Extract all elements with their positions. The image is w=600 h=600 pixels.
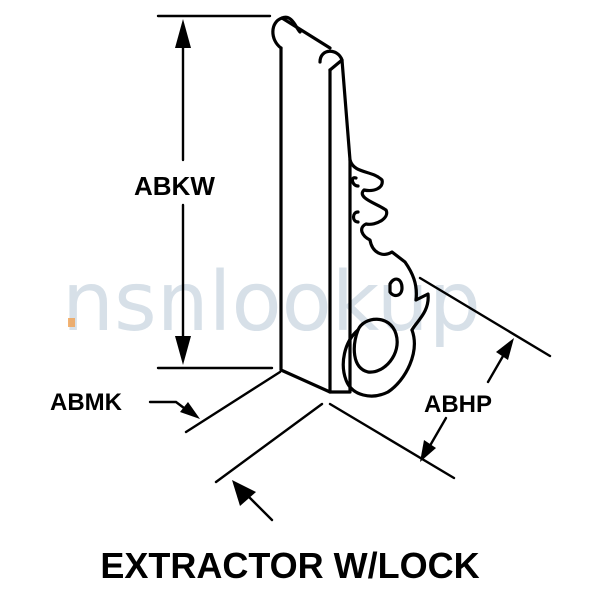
abkw-bottom-arrow — [175, 336, 191, 365]
abhp-extension-lower — [328, 402, 456, 480]
extractor-part — [271, 15, 430, 398]
dimension-lines — [148, 14, 552, 522]
abmk-upper-arrow — [180, 402, 200, 419]
abmk-extension-upper — [184, 370, 282, 434]
abmk-lower-arrow — [232, 480, 256, 506]
diagram-title: EXTRACTOR W/LOCK — [100, 545, 479, 586]
abhp-extension-upper — [418, 276, 552, 358]
abmk-extension-lower — [214, 402, 324, 484]
watermark-text: nsnlookup — [62, 255, 481, 350]
abhp-upper-arrow — [496, 338, 514, 360]
abhp-lower-arrow — [420, 440, 436, 462]
abmk-label: ABMK — [50, 389, 123, 416]
arrowheads — [175, 19, 514, 506]
abkw-top-arrow — [175, 19, 191, 48]
abkw-label: ABKW — [134, 171, 215, 201]
watermark-dot — [68, 318, 75, 327]
abhp-label: ABHP — [424, 391, 492, 418]
